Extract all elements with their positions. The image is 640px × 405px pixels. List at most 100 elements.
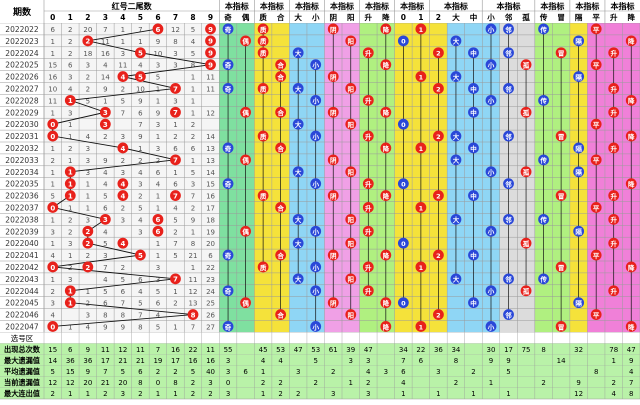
indicator-ball	[275, 59, 287, 71]
indicator-ball	[380, 23, 392, 35]
miss-count: 11	[189, 276, 198, 284]
stats-value: 4	[261, 357, 266, 365]
stats-value: 30	[487, 346, 496, 354]
miss-count: 17	[206, 204, 215, 212]
miss-count: 1	[156, 240, 160, 248]
indicator-ball-label: 平	[593, 121, 600, 129]
stats-value: 3	[226, 368, 230, 376]
miss-count: 1	[51, 145, 55, 153]
miss-count: 12	[171, 26, 180, 34]
indicator-ball-label: 传	[539, 215, 547, 224]
stats-value: 3	[349, 357, 353, 365]
indicator-ball	[608, 47, 620, 59]
miss-count: 1	[86, 193, 90, 201]
tail-ball-label: 9	[208, 38, 213, 46]
indicator-ball-label: 升	[610, 108, 617, 117]
miss-count: 2	[121, 204, 125, 212]
indicator-ball	[362, 94, 374, 106]
miss-count: 1	[121, 38, 125, 46]
indicator-ball	[380, 190, 392, 201]
period-label: 2022040	[5, 239, 39, 248]
indicator-ball-label: 大	[295, 215, 302, 224]
miss-count: 13	[189, 300, 198, 308]
indicator-ball	[257, 23, 269, 35]
column-subheader: 中	[470, 12, 478, 22]
miss-count: 5	[191, 169, 195, 177]
miss-count: 1	[138, 145, 142, 153]
miss-count: 3	[173, 62, 177, 70]
indicator-ball-label: 邻	[505, 132, 512, 141]
indicator-ball	[625, 94, 637, 106]
miss-count: 4	[103, 169, 108, 177]
miss-count: 3	[121, 133, 125, 141]
indicator-ball-label: 孤	[523, 60, 530, 69]
indicator-ball-label: 阴	[330, 298, 337, 307]
indicator-ball-label: 质	[260, 191, 267, 200]
stats-value: 8	[541, 346, 545, 354]
tail-ball-label: 1	[68, 169, 73, 177]
indicator-ball-label: 平	[593, 157, 600, 165]
miss-count: 2	[68, 38, 72, 46]
miss-count: 3	[156, 121, 160, 129]
stats-row-label: 当前遗漏值	[4, 378, 41, 387]
indicator-ball-label: 平	[593, 26, 600, 34]
miss-count: 1	[68, 323, 72, 331]
indicator-ball	[625, 178, 637, 190]
column-subheader: 降	[627, 12, 635, 22]
indicator-ball	[310, 225, 322, 237]
indicator-ball	[222, 83, 234, 94]
indicator-ball	[485, 321, 497, 332]
indicator-ball	[240, 297, 251, 309]
tail-ball	[205, 23, 216, 35]
indicator-ball-label: 合	[276, 203, 284, 212]
stats-row-label: 平均遗漏值	[4, 367, 41, 376]
column-subheader: 5	[138, 13, 143, 22]
miss-count: 11	[101, 38, 110, 46]
stats-value: 2	[138, 390, 142, 398]
stats-value: 36	[66, 357, 75, 365]
indicator-ball-label: 升	[610, 287, 617, 296]
stats-row-label: 最大遗漏值	[4, 356, 41, 365]
indicator-ball-label: 大	[453, 275, 460, 284]
indicator-ball	[292, 166, 304, 178]
indicator-ball-label: 孤	[523, 287, 530, 296]
indicator-ball-label: 阴	[330, 191, 337, 200]
indicator-ball	[415, 71, 427, 82]
column-subheader: 小	[487, 12, 495, 22]
miss-count: 7	[191, 323, 195, 331]
indicator-ball-label: 质	[260, 37, 267, 46]
tail-ball-label: 2	[85, 228, 90, 236]
miss-count: 7	[173, 240, 177, 248]
period-label: 2022037	[5, 203, 39, 212]
indicator-ball	[292, 213, 304, 225]
miss-count: 15	[48, 62, 57, 70]
indicator-ball-label: 1	[419, 264, 424, 272]
indicator-ball-label: 平	[593, 61, 600, 69]
miss-count: 2	[191, 204, 195, 212]
stats-value: 3	[366, 390, 370, 398]
indicator-ball	[590, 202, 602, 213]
miss-count: 1	[86, 288, 90, 296]
indicator-ball-label: 平	[593, 204, 600, 212]
period-label: 2022041	[5, 251, 39, 260]
miss-count: 4	[103, 228, 108, 236]
stats-value: 9	[576, 379, 580, 387]
period-label: 2022046	[5, 311, 39, 320]
miss-count: 3	[86, 169, 90, 177]
stats-value: 47	[364, 346, 373, 354]
stats-value: 5	[191, 368, 195, 376]
tail-ball	[117, 178, 129, 190]
miss-count: 1	[68, 157, 72, 165]
indicator-ball-label: 小	[487, 25, 495, 34]
miss-count: 1	[51, 181, 55, 189]
stats-value: 9	[86, 368, 90, 376]
miss-count: 1	[191, 74, 195, 82]
indicator-ball-label: 阳	[348, 239, 355, 248]
miss-count: 5	[103, 240, 107, 248]
indicator-ball-label: 升	[365, 49, 372, 58]
indicator-ball-label: 奇	[225, 179, 232, 188]
group-title: 本指标	[364, 1, 389, 11]
indicator-ball	[345, 213, 357, 225]
miss-count: 27	[206, 323, 215, 331]
stats-value: 12	[574, 390, 583, 398]
